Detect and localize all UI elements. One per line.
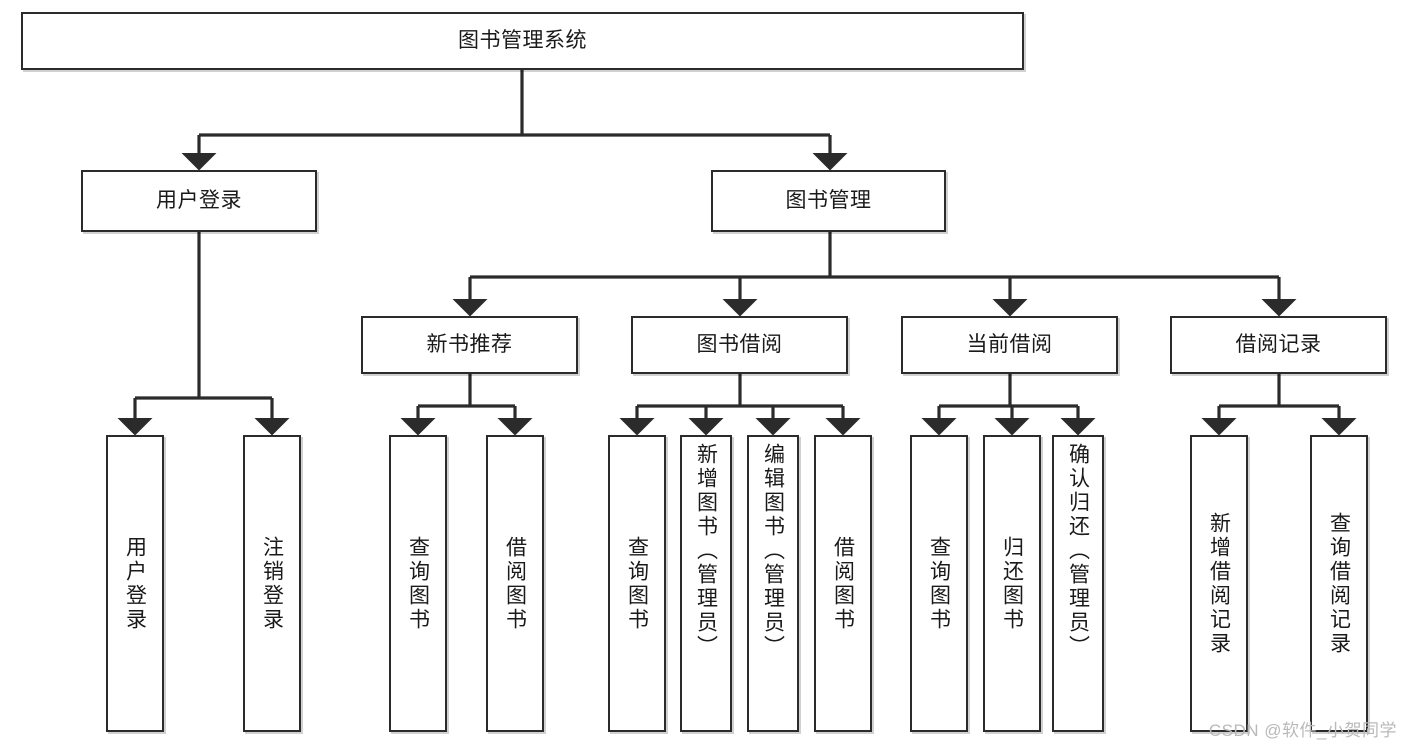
leaf-add-borrow-record-label: 新增借阅记录: [1207, 511, 1231, 656]
node-root[interactable]: 图书管理系统: [21, 12, 1024, 70]
leaf-add-book-admin[interactable]: 新增图书（管理员）: [680, 435, 732, 732]
leaf-query-book-recommend-label: 查询图书: [406, 535, 430, 632]
leaf-query-borrow-record[interactable]: 查询借阅记录: [1310, 435, 1368, 732]
leaf-borrow-book[interactable]: 借阅图书: [814, 435, 872, 732]
leaf-confirm-return-admin[interactable]: 确认归还（管理员）: [1052, 435, 1104, 732]
leaf-add-borrow-record[interactable]: 新增借阅记录: [1190, 435, 1248, 732]
leaf-return-book-label: 归还图书: [1000, 535, 1024, 632]
node-new-book-recommend[interactable]: 新书推荐: [361, 316, 578, 374]
leaf-confirm-return-admin-label: 确认归还（管理员）: [1066, 443, 1090, 659]
leaf-query-book-borrow-label: 查询图书: [625, 535, 649, 632]
leaf-query-book-borrow[interactable]: 查询图书: [608, 435, 666, 732]
node-book-management-label: 图书管理: [785, 188, 872, 212]
watermark-text: CSDN @软件_小贺同学: [1208, 721, 1397, 740]
leaf-add-book-admin-label: 新增图书（管理员）: [694, 443, 718, 659]
leaf-borrow-book-recommend-label: 借阅图书: [503, 535, 527, 632]
node-borrow-record-label: 借阅记录: [1235, 332, 1322, 356]
leaf-user-logout-label: 注销登录: [260, 535, 284, 632]
leaf-borrow-book-recommend[interactable]: 借阅图书: [486, 435, 544, 732]
node-book-borrow[interactable]: 图书借阅: [631, 316, 848, 374]
node-current-borrow-label: 当前借阅: [966, 332, 1053, 356]
leaf-return-book[interactable]: 归还图书: [983, 435, 1041, 732]
node-borrow-record[interactable]: 借阅记录: [1170, 316, 1387, 374]
node-new-book-recommend-label: 新书推荐: [426, 332, 513, 356]
leaf-query-borrow-record-label: 查询借阅记录: [1327, 511, 1351, 656]
leaf-query-book-current[interactable]: 查询图书: [910, 435, 968, 732]
node-current-borrow[interactable]: 当前借阅: [901, 316, 1118, 374]
leaf-query-book-recommend[interactable]: 查询图书: [389, 435, 447, 732]
node-user-login[interactable]: 用户登录: [81, 170, 317, 232]
leaf-query-book-current-label: 查询图书: [927, 535, 951, 632]
node-book-borrow-label: 图书借阅: [696, 332, 783, 356]
leaf-user-login-label: 用户登录: [123, 535, 147, 632]
leaf-edit-book-admin-label: 编辑图书（管理员）: [761, 443, 785, 659]
leaf-user-login[interactable]: 用户登录: [106, 435, 164, 732]
node-root-label: 图书管理系统: [458, 28, 587, 52]
node-user-login-label: 用户登录: [156, 188, 242, 212]
leaf-user-logout[interactable]: 注销登录: [243, 435, 301, 732]
leaf-borrow-book-label: 借阅图书: [831, 535, 855, 632]
node-book-management[interactable]: 图书管理: [711, 170, 946, 232]
leaf-edit-book-admin[interactable]: 编辑图书（管理员）: [747, 435, 799, 732]
